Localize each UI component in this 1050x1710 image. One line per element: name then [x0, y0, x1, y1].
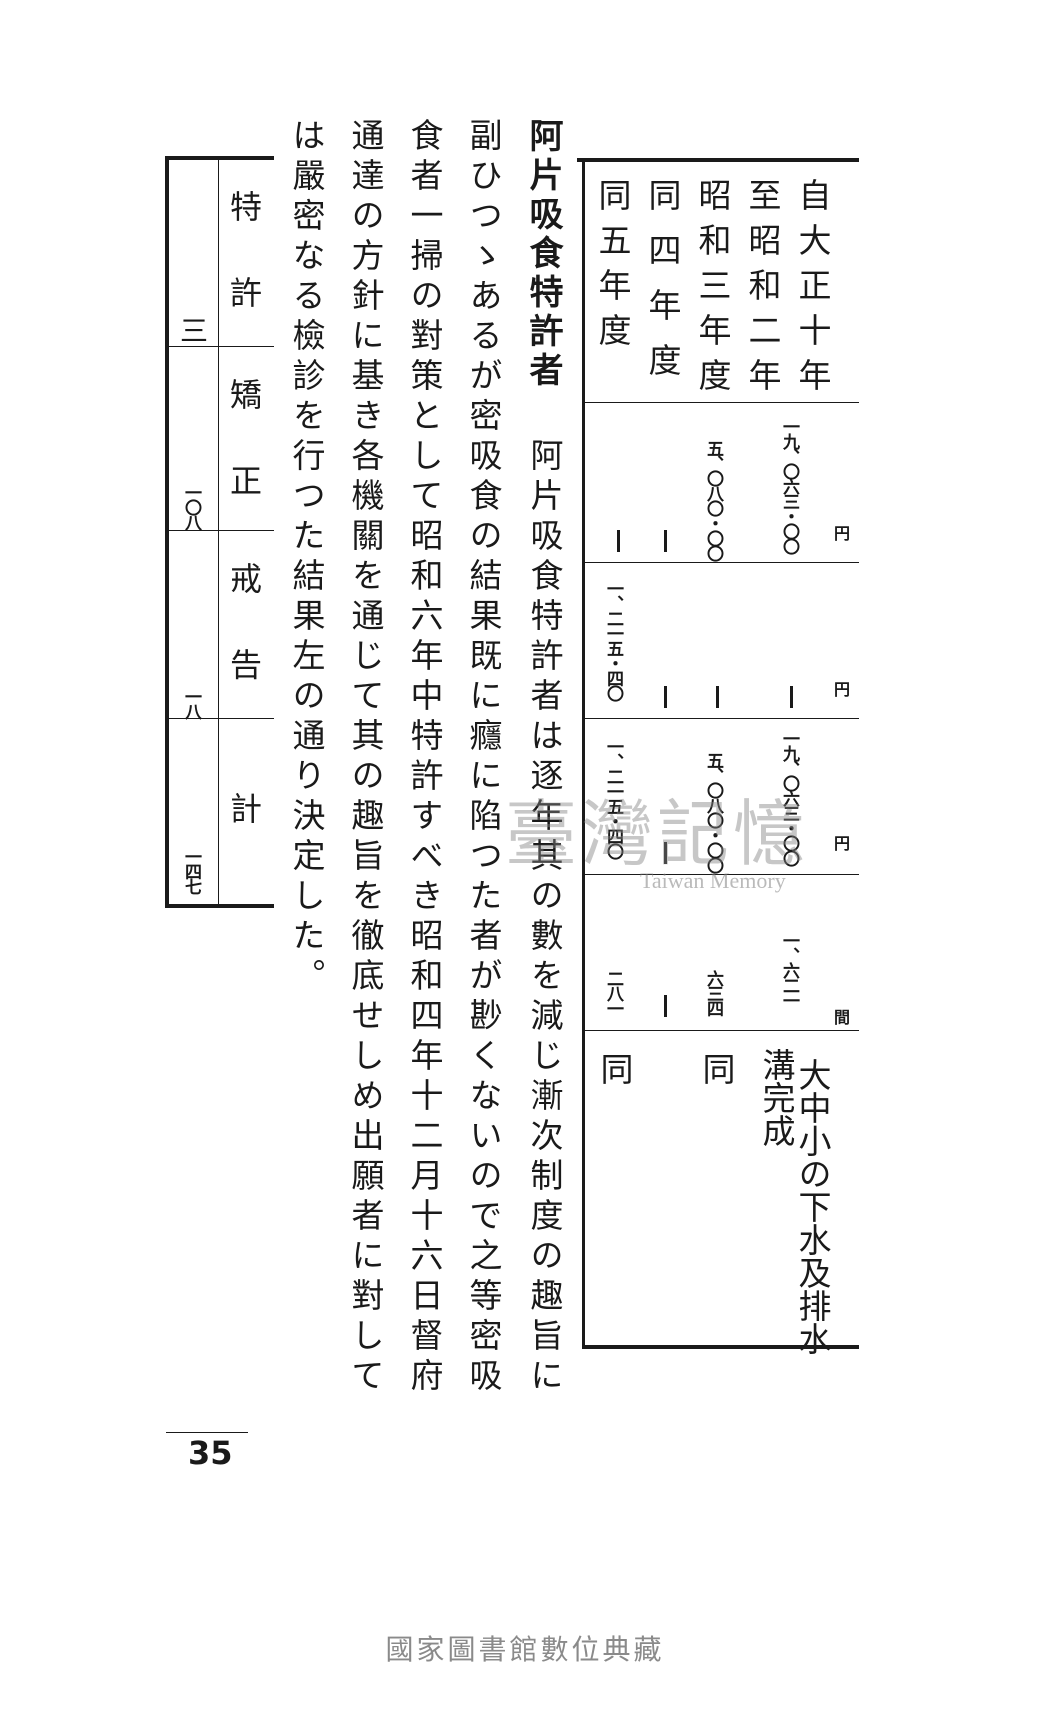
table-left-border	[582, 158, 585, 1349]
row-divider-3	[583, 874, 859, 875]
small-divider-3	[169, 718, 274, 719]
small-header-kyosei: 矯正	[225, 378, 263, 550]
g3-value-col1: 一九、〇六三・〇〇	[779, 730, 799, 865]
g3-dash-col4	[664, 842, 667, 864]
small-header-kei: 計	[225, 792, 263, 824]
g2-dash-col1	[790, 686, 793, 708]
section-heading: 阿片吸食特許者	[523, 118, 563, 391]
header-year-from: 自大正十年	[793, 178, 832, 403]
paragraph-line-3: 食者一掃の對策として昭和六年中特許すべき昭和四年十二月十六日督府	[405, 118, 444, 1398]
small-value-kaikoku: 一八	[181, 688, 201, 718]
small-header-kaikoku: 戒告	[225, 562, 263, 734]
header-showa-3: 昭和三年度	[693, 178, 732, 403]
g2-dash-col3	[716, 686, 719, 708]
g1-dash-col5	[617, 530, 620, 552]
small-value-kei: 一四七	[181, 848, 201, 893]
g2-value-col5: 一、二一五・四〇	[603, 580, 623, 700]
g3-value-col3: 五、〇八〇・〇〇	[703, 752, 723, 872]
row-divider-4	[583, 1030, 859, 1031]
g1-value-col1: 一九、〇六三・〇〇	[779, 418, 799, 553]
header-showa-4: 同四年度	[643, 178, 682, 388]
small-divider-1	[169, 346, 274, 347]
g4-value-col3: 六三四	[703, 970, 723, 1015]
page-number: 35	[188, 1434, 233, 1472]
remark-row5: 同	[595, 1052, 634, 1085]
small-table-mid	[218, 160, 219, 904]
g4-value-col1: 一、六二一	[779, 932, 799, 1007]
header-year-to: 至昭和二年	[743, 178, 782, 403]
remark-row1: 大中小の下水及排水	[793, 1058, 832, 1355]
unit-ken: 間	[834, 1008, 851, 1027]
small-value-tokkyo: 三	[176, 316, 209, 344]
unit-yen-1: 円	[834, 524, 851, 543]
paragraph-line-2: 副ひつゝあるが密吸食の結果既に癮に陷つた者が尠くないので之等密吸	[464, 118, 503, 1398]
unit-yen-3: 円	[834, 834, 851, 853]
g1-dash-col4	[664, 530, 667, 552]
g4-dash-col4	[664, 995, 667, 1017]
header-divider	[583, 402, 859, 403]
g4-value-col5: 二八一	[603, 970, 623, 1015]
remark-row3: 同	[697, 1052, 736, 1085]
page-number-rule	[166, 1432, 248, 1433]
header-showa-5: 同五年度	[593, 178, 632, 358]
g3-value-col5: 一、二一五・四〇	[603, 738, 623, 858]
small-value-kyosei: 一〇八	[181, 484, 201, 529]
small-table-bottom	[166, 904, 274, 908]
g2-dash-col4	[664, 686, 667, 708]
table-bottom-border	[583, 1345, 859, 1349]
g1-value-col3: 五、〇八〇・〇〇	[703, 440, 723, 560]
remark-row1-cont: 溝完成	[757, 1048, 796, 1147]
paragraph-line-5: は嚴密なる檢診を行つた結果左の通り決定した。	[287, 118, 326, 998]
table-top-border	[577, 158, 859, 162]
small-table-left	[165, 156, 169, 908]
small-divider-2	[169, 530, 274, 531]
footer-archive-label: 國家圖書館數位典藏	[385, 1633, 665, 1666]
small-table-top	[166, 156, 274, 160]
paragraph-line-4: 通達の方針に基き各機關を通じて其の趣旨を徹底せしめ出願者に對して	[346, 118, 385, 1398]
unit-yen-2: 円	[834, 680, 851, 699]
small-header-tokkyo: 特許	[225, 190, 263, 362]
paragraph-line-1: 阿片吸食特許者は逐年其の數を減じ漸次制度の趣旨に	[525, 438, 564, 1398]
watermark-title: 臺灣記憶	[505, 792, 810, 876]
row-divider-2	[583, 718, 859, 719]
watermark-subtitle: Taiwan Memory	[640, 868, 786, 893]
row-divider-1	[583, 562, 859, 563]
